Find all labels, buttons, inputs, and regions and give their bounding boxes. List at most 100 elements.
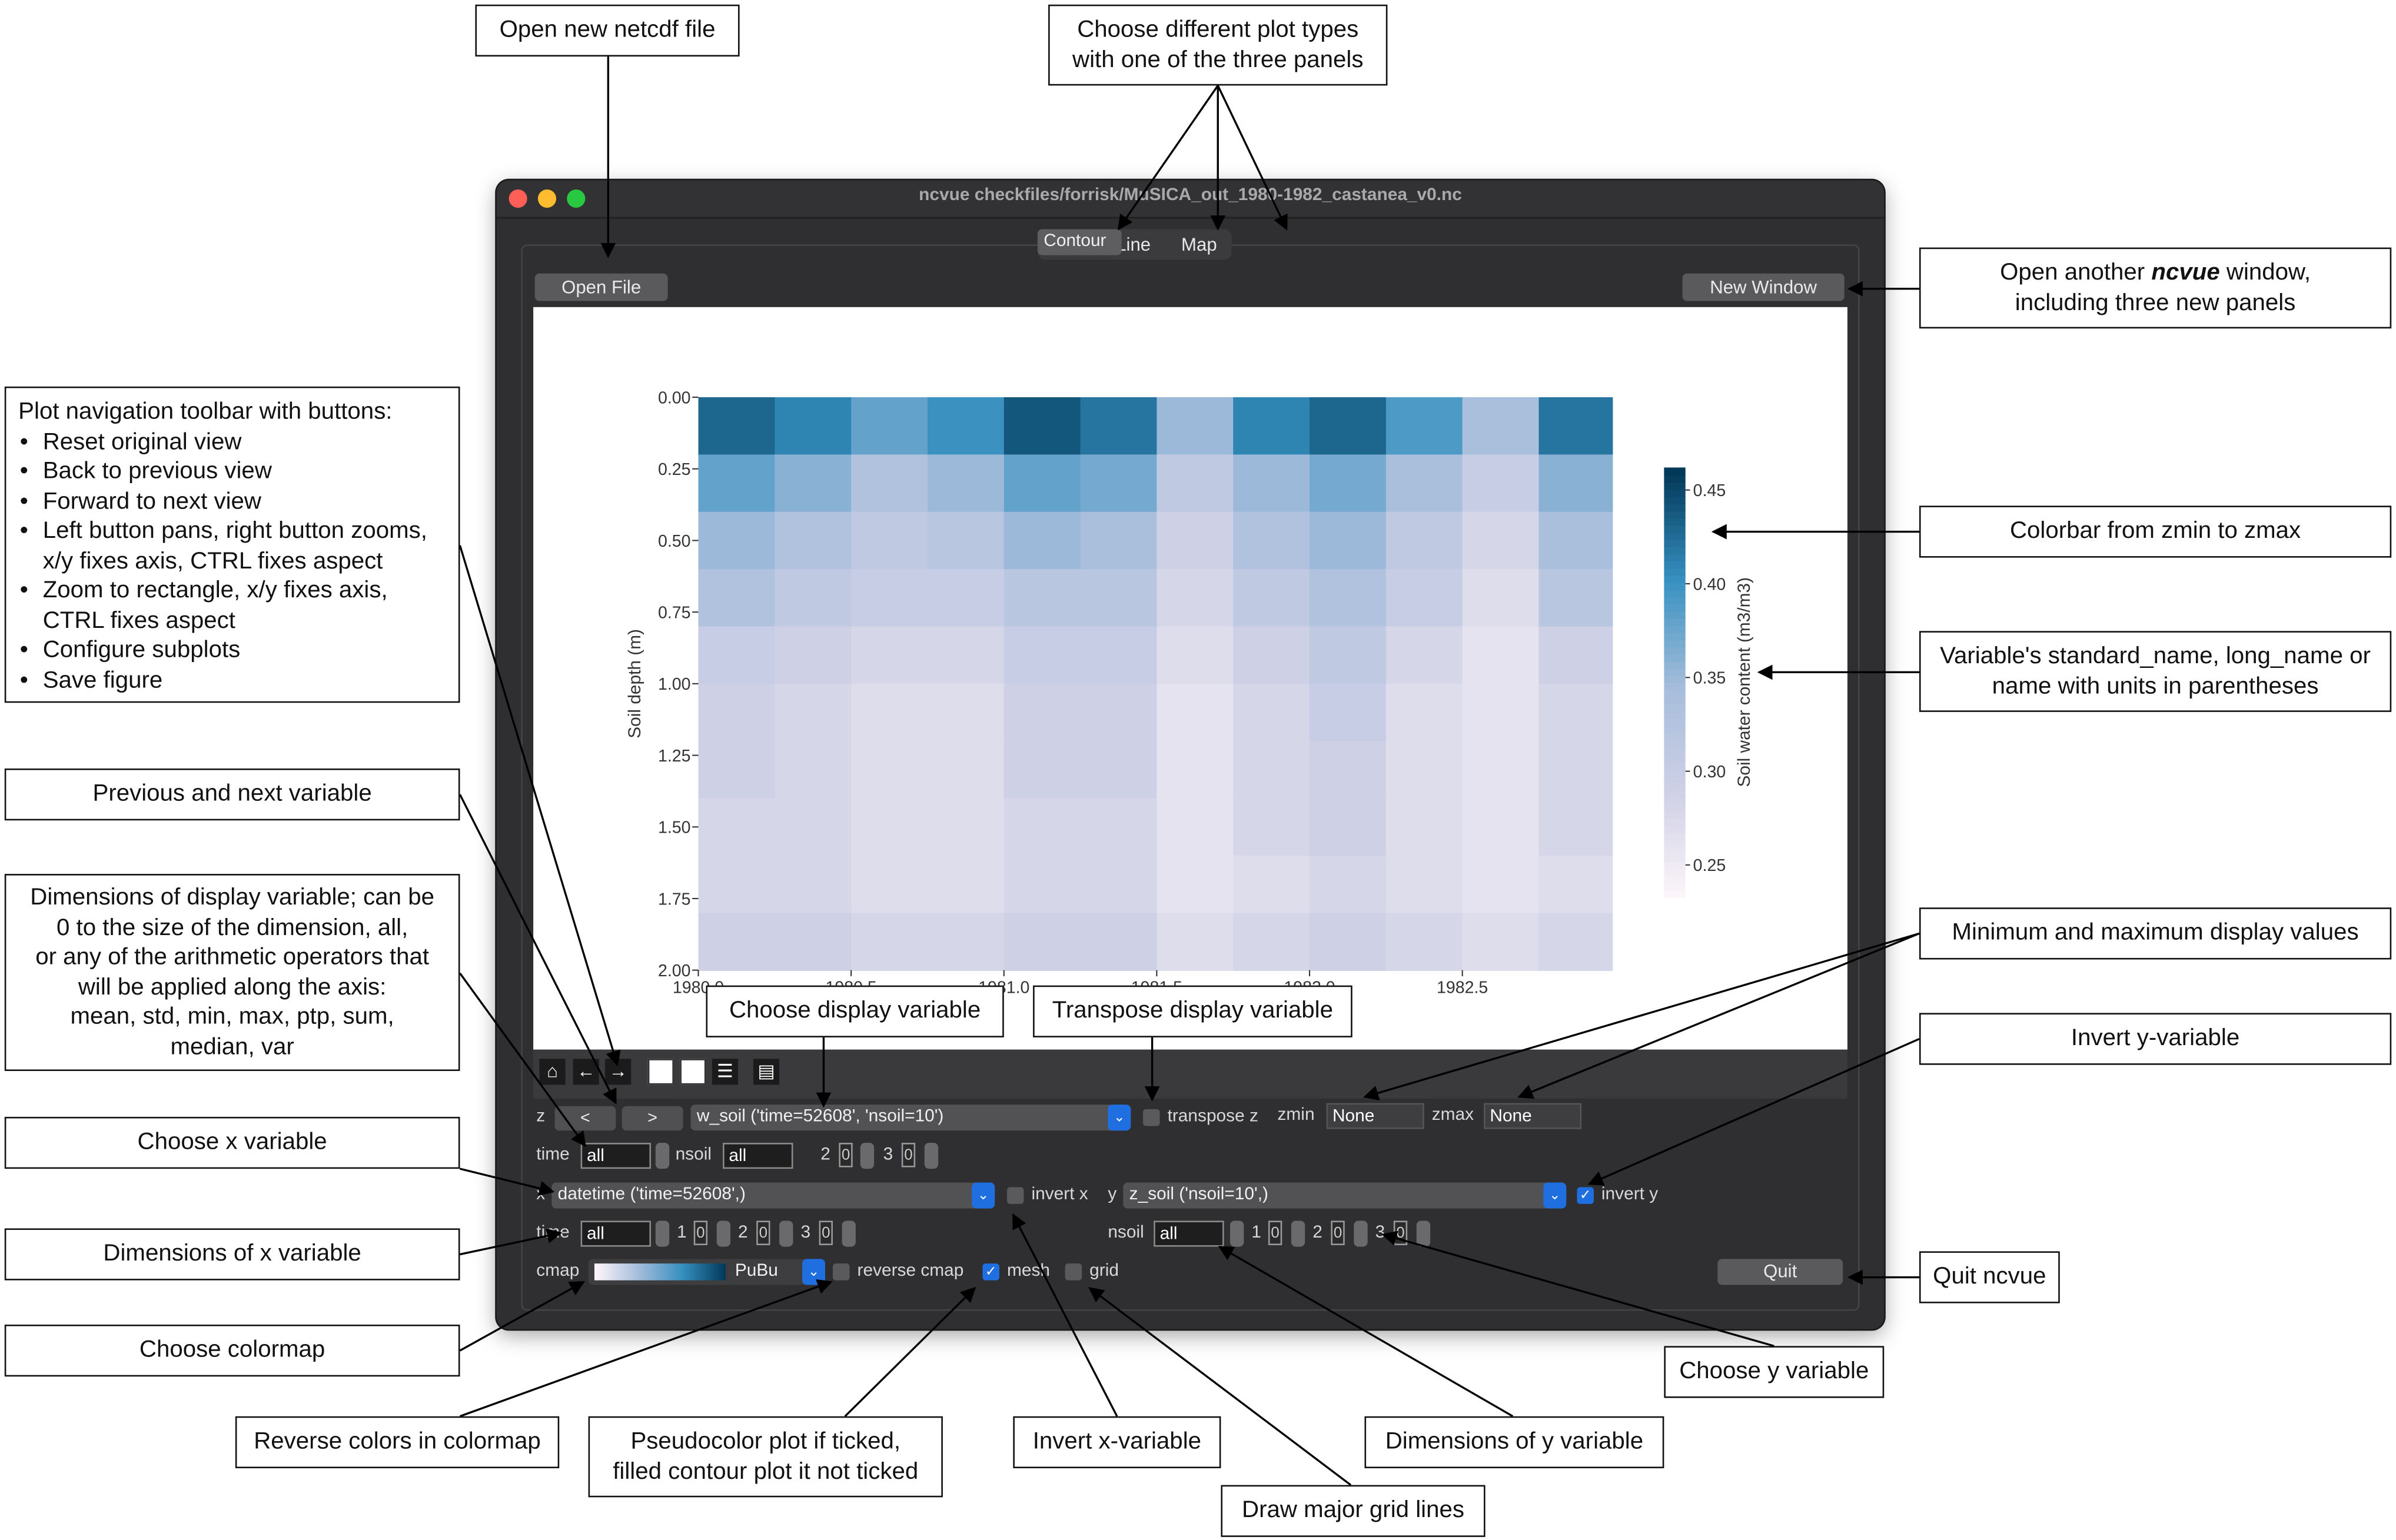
callout-prev-next: Previous and next variable — [4, 768, 460, 821]
next-variable-button[interactable]: > — [622, 1106, 683, 1131]
x-dim-2-input[interactable]: 0 — [756, 1220, 770, 1245]
colorbar-segment — [1664, 725, 1686, 733]
heatmap-cell — [1538, 798, 1613, 857]
y-dim-1-input[interactable]: 0 — [1268, 1220, 1282, 1245]
nsoil-dimension-input[interactable]: all — [723, 1143, 793, 1169]
y-nsoil-dimension-input[interactable]: all — [1154, 1220, 1224, 1247]
heatmap-cell — [1080, 511, 1158, 570]
x-dim-1-spinner[interactable] — [716, 1220, 731, 1247]
x-variable-select[interactable]: datetime ('time=52608',) ⌄ — [551, 1182, 995, 1209]
colorbar-segment — [1664, 689, 1686, 698]
back-arrow-icon[interactable]: ← — [573, 1059, 599, 1085]
heatmap-cell — [775, 798, 852, 857]
invert-x-checkbox[interactable] — [1006, 1187, 1024, 1204]
callout-dims-display-line: median, var — [170, 1033, 294, 1060]
y-nsoil-spinner[interactable] — [1230, 1220, 1244, 1247]
colorbar-segment — [1664, 796, 1686, 805]
callout-quit: Quit ncvue — [1919, 1251, 2060, 1303]
colorbar-segment — [1664, 488, 1686, 497]
pan-icon[interactable] — [647, 1059, 674, 1085]
y-dim-2-spinner[interactable] — [1354, 1220, 1368, 1247]
y-dim-2-label: 2 — [1312, 1223, 1322, 1242]
tab-contour[interactable]: Contour — [1037, 229, 1122, 255]
colorbar-segment — [1664, 818, 1686, 826]
previous-variable-button[interactable]: < — [554, 1106, 616, 1131]
callout-toolbar-list: Reset original view Back to previous vie… — [18, 427, 427, 696]
callout-toolbar-item: Left button pans, right button zooms, — [20, 517, 427, 547]
heatmap-cell — [927, 397, 1005, 455]
y-tick-label: 0.25 — [658, 460, 691, 479]
grid-checkbox[interactable] — [1065, 1263, 1082, 1280]
quit-button[interactable]: Quit — [1717, 1259, 1843, 1285]
x-time-spinner[interactable] — [655, 1220, 670, 1247]
heatmap-cell — [1080, 626, 1158, 685]
heatmap-cell — [1003, 454, 1081, 513]
heatmap-cell — [1157, 913, 1234, 971]
callout-toolbar-item: Forward to next view — [20, 487, 427, 517]
colorbar-segment — [1664, 839, 1686, 848]
heatmap-cell — [927, 569, 1005, 627]
colorbar-segment — [1664, 589, 1686, 597]
save-figure-icon[interactable]: ▤ — [753, 1059, 780, 1085]
z-variable-select[interactable]: w_soil ('time=52608', 'nsoil=10') ⌄ — [690, 1105, 1131, 1131]
y-dim-2-input[interactable]: 0 — [1331, 1220, 1345, 1245]
heatmap-cell — [851, 511, 929, 570]
mesh-checkbox[interactable]: ✓ — [982, 1263, 999, 1280]
x-dim-3-input[interactable]: 0 — [819, 1220, 833, 1245]
callout-toolbar-item: Configure subplots — [20, 636, 427, 666]
heatmap-cell — [1310, 913, 1387, 971]
forward-arrow-icon[interactable]: → — [605, 1059, 632, 1085]
time-dimension-input[interactable]: all — [580, 1143, 652, 1169]
x-dim-1-input[interactable]: 0 — [693, 1220, 708, 1245]
y-dim-1-spinner[interactable] — [1291, 1220, 1305, 1247]
dim-2-spinner[interactable] — [860, 1143, 875, 1169]
callout-pseudocolor-line1: Pseudocolor plot if ticked, — [630, 1428, 901, 1455]
heatmap-cell — [851, 741, 929, 799]
time-dimension-spinner[interactable] — [655, 1143, 670, 1169]
heatmap-cell — [698, 454, 776, 513]
dim-3-input[interactable]: 0 — [901, 1143, 916, 1168]
tab-map[interactable]: Map — [1181, 234, 1217, 255]
heatmap-cell — [851, 798, 929, 857]
x-dim-1-label: 1 — [677, 1223, 687, 1242]
z-label: z — [536, 1107, 546, 1126]
x-dim-2-spinner[interactable] — [779, 1220, 793, 1247]
heatmap-cell — [1462, 454, 1540, 513]
heatmap-cell — [1157, 683, 1234, 742]
x-dim-3-spinner[interactable] — [842, 1220, 856, 1247]
invert-y-checkbox[interactable]: ✓ — [1577, 1187, 1594, 1204]
heatmap-cell — [927, 913, 1005, 971]
chevron-down-icon: ⌄ — [1108, 1105, 1131, 1131]
y-variable-select[interactable]: z_soil ('nsoil=10',) ⌄ — [1123, 1182, 1567, 1209]
callout-new-window-line1: Open another ncvue window, — [2000, 258, 2311, 288]
y-dim-3-input[interactable]: 0 — [1393, 1220, 1408, 1245]
x-time-dimension-input[interactable]: all — [580, 1220, 652, 1247]
dim-3-spinner[interactable] — [924, 1143, 939, 1169]
x-dim-3-label: 3 — [800, 1223, 811, 1242]
heatmap-cell — [1385, 454, 1463, 513]
colorbar-segment — [1664, 567, 1686, 576]
grid-label: grid — [1089, 1262, 1119, 1280]
callout-dims-display-line: Dimensions of display variable; can be — [30, 884, 434, 911]
configure-subplots-icon[interactable]: ☰ — [712, 1059, 739, 1085]
home-icon[interactable]: ⌂ — [539, 1059, 566, 1085]
open-file-button[interactable]: Open File — [534, 273, 668, 301]
callout-invert-y: Invert y-variable — [1919, 1013, 2392, 1065]
cmap-select[interactable]: PuBu ⌄ — [588, 1259, 826, 1285]
minimize-window-icon[interactable] — [537, 189, 557, 208]
dim-2-input[interactable]: 0 — [839, 1143, 853, 1168]
new-window-button[interactable]: New Window — [1682, 273, 1845, 301]
heatmap-cell — [1538, 626, 1613, 685]
close-window-icon[interactable] — [509, 189, 527, 208]
zmax-input[interactable]: None — [1484, 1103, 1582, 1129]
heatmap-cell — [698, 569, 776, 627]
zoom-rectangle-icon[interactable] — [680, 1059, 706, 1085]
reverse-cmap-checkbox[interactable] — [832, 1263, 850, 1280]
colorbar-segment — [1664, 667, 1686, 676]
transpose-z-checkbox[interactable] — [1143, 1109, 1160, 1126]
zmin-input[interactable]: None — [1326, 1103, 1424, 1129]
y-dim-3-spinner[interactable] — [1416, 1220, 1431, 1247]
zoom-window-icon[interactable] — [567, 189, 586, 208]
heatmap-cell — [1157, 454, 1234, 513]
